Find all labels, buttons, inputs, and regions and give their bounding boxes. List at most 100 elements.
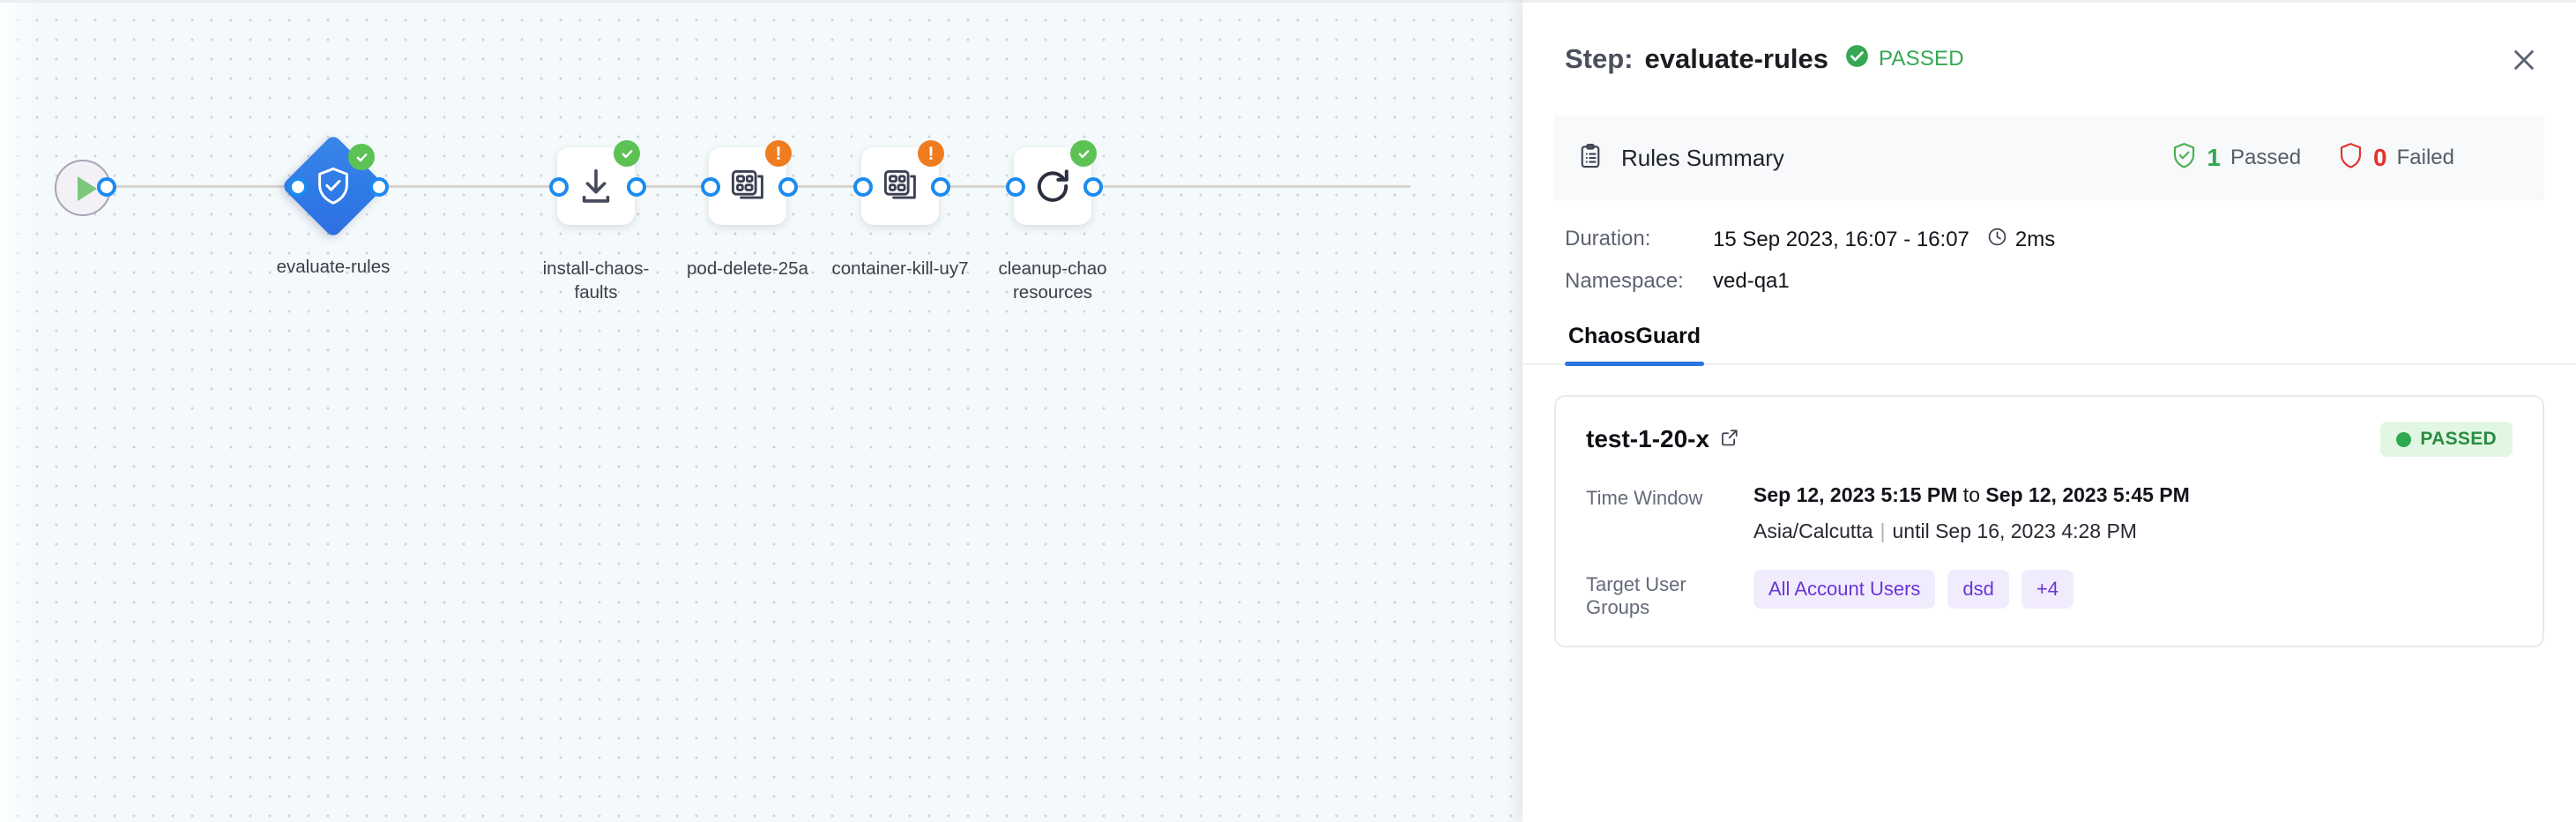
clipboard-icon — [1577, 143, 1604, 174]
status-badge-warning-pod-delete-25a: ! — [765, 140, 792, 167]
time-window-divider: | — [1880, 519, 1886, 542]
refresh-icon — [1031, 165, 1074, 207]
card-header: test-1-20-x PASSED — [1586, 422, 2513, 457]
step-details-panel: Step: evaluate-rules PASSED — [1523, 0, 2576, 822]
step-meta: Duration: 15 Sep 2023, 16:07 - 16:07 2ms… — [1523, 200, 2576, 294]
clock-icon — [1987, 227, 2007, 253]
port-pod-delete-25a-out[interactable] — [778, 177, 798, 197]
tab-chaosguard-label: ChaosGuard — [1568, 324, 1701, 348]
rules-failed-count: 0 — [2373, 144, 2387, 171]
status-badge: PASSED — [1845, 43, 1964, 75]
port-container-kill-uy7-out[interactable] — [931, 177, 950, 197]
node-container-kill-uy7[interactable]: ! — [861, 140, 944, 225]
port-evaluate-rules-out[interactable] — [369, 177, 389, 197]
rules-failed-label: Failed — [2396, 146, 2454, 169]
card-key-time-window: Time Window — [1586, 487, 1703, 509]
rules-summary-title-group: Rules Summary — [1577, 143, 1784, 174]
time-window-start: Sep 12, 2023 5:15 PM — [1753, 483, 1958, 506]
card-row-time-window: Time Window Sep 12, 2023 5:15 PM to Sep … — [1586, 483, 2513, 543]
status-badge-success-install-chaos-faults — [614, 140, 640, 167]
target-user-group-chips: All Account Users dsd +4 — [1753, 570, 2073, 609]
close-icon — [2510, 46, 2538, 78]
duration-range: 15 Sep 2023, 16:07 - 16:07 — [1713, 228, 1969, 251]
download-icon — [576, 166, 616, 206]
card-title: test-1-20-x — [1586, 425, 1710, 452]
status-dot-icon — [2396, 431, 2412, 447]
time-window-timezone: Asia/Calcutta — [1753, 519, 1873, 542]
node-label-container-kill-uy7: container-kill-uy7 — [831, 258, 969, 279]
card-status-label: PASSED — [2420, 429, 2497, 449]
chip-user-group[interactable]: dsd — [1947, 570, 2009, 609]
panel-step-name: evaluate-rules — [1644, 43, 1829, 74]
node-label-install-chaos-faults: install-chaos- faults — [542, 258, 650, 303]
port-evaluate-rules-in[interactable] — [288, 177, 308, 197]
meta-row-duration: Duration: 15 Sep 2023, 16:07 - 16:07 2ms — [1565, 227, 2534, 253]
panel-tabs: ChaosGuard — [1523, 317, 2576, 366]
close-button[interactable] — [2504, 41, 2544, 82]
rules-summary-stats: 1 Passed 0 Failed — [2171, 142, 2454, 174]
tab-chaosguard[interactable]: ChaosGuard — [1565, 317, 1705, 366]
time-window-end: Sep 12, 2023 5:45 PM — [1985, 483, 2190, 506]
connector-evaluate-rules-to-install — [370, 185, 564, 188]
exclamation-icon: ! — [927, 143, 934, 164]
canvas-left-fade — [0, 3, 35, 822]
shield-outline-icon — [2338, 142, 2364, 174]
connector-container-kill-mid — [1083, 185, 1259, 188]
chaos-fault-icon — [881, 167, 919, 206]
node-install-chaos-faults[interactable] — [557, 140, 640, 225]
meta-key-duration: Duration: — [1565, 227, 1651, 250]
shield-check-icon — [296, 149, 370, 223]
node-evaluate-rules[interactable] — [280, 133, 386, 239]
rules-failed-stat: 0 Failed — [2338, 142, 2454, 174]
status-badge-warning-container-kill-uy7: ! — [918, 140, 944, 167]
chaos-fault-icon — [728, 167, 767, 206]
status-badge-success-cleanup-chaos-resources — [1070, 140, 1097, 167]
card-status-badge: PASSED — [2380, 422, 2513, 457]
pipeline-canvas[interactable]: evaluate-rules install-chaos- faults — [0, 0, 1523, 822]
rules-summary-bar: Rules Summary 1 Passed — [1554, 116, 2544, 200]
chip-user-group-overflow[interactable]: +4 — [2021, 570, 2073, 609]
page-title: Step: evaluate-rules PASSED — [1565, 43, 1964, 75]
node-label-pod-delete-25a: pod-delete-25a — [687, 258, 808, 279]
panel-title-prefix: Step: — [1565, 43, 1634, 74]
connector-container-kill-to-cleanup — [1234, 185, 1411, 188]
chip-user-group[interactable]: All Account Users — [1753, 570, 1936, 609]
duration-elapsed: 2ms — [2014, 228, 2056, 251]
external-link-icon[interactable] — [1720, 425, 1739, 453]
node-label-cleanup-chaos-resources: cleanup-chao resources — [998, 258, 1107, 303]
chaosguard-rule-card: test-1-20-x PASSED Time Window S — [1554, 395, 2544, 647]
port-install-chaos-faults-out[interactable] — [627, 177, 646, 197]
rules-passed-stat: 1 Passed — [2171, 142, 2301, 174]
play-icon — [78, 176, 97, 201]
port-pod-delete-25a-in[interactable] — [701, 177, 720, 197]
status-badge-success-evaluate-rules — [348, 144, 375, 170]
shield-check-outline-icon — [2171, 142, 2197, 174]
time-window-until: until Sep 16, 2023 4:28 PM — [1892, 519, 2137, 542]
exclamation-icon: ! — [775, 143, 782, 164]
node-label-evaluate-rules: evaluate-rules — [276, 257, 391, 277]
card-title-group: test-1-20-x — [1586, 425, 1739, 453]
meta-row-namespace: Namespace: ved-qa1 — [1565, 269, 2534, 294]
port-install-chaos-faults-in[interactable] — [549, 177, 569, 197]
check-circle-icon — [1845, 43, 1869, 75]
rules-summary-title: Rules Summary — [1621, 144, 1784, 171]
panel-header: Step: evaluate-rules PASSED — [1523, 3, 2576, 116]
status-badge-label: PASSED — [1879, 47, 1964, 71]
meta-value-duration: 15 Sep 2023, 16:07 - 16:07 2ms — [1713, 227, 2055, 253]
rules-passed-label: Passed — [2230, 146, 2302, 169]
node-pod-delete-25a[interactable]: ! — [709, 140, 792, 225]
port-cleanup-chaos-resources-in[interactable] — [1006, 177, 1025, 197]
time-window-separator: to — [1957, 483, 1986, 506]
card-row-target-user-groups: Target User Groups All Account Users dsd… — [1586, 570, 2513, 619]
port-cleanup-chaos-resources-out[interactable] — [1083, 177, 1103, 197]
node-cleanup-chaos-resources[interactable] — [1014, 140, 1097, 225]
connector-start-to-evaluate-rules — [104, 185, 303, 188]
meta-key-namespace: Namespace: — [1565, 269, 1684, 293]
meta-value-namespace: ved-qa1 — [1713, 269, 1790, 293]
port-container-kill-uy7-in[interactable] — [853, 177, 873, 197]
port-start-out[interactable] — [97, 177, 116, 197]
duration-elapsed-group: 2ms — [1987, 227, 2055, 253]
card-value-time-window: Sep 12, 2023 5:15 PM to Sep 12, 2023 5:4… — [1753, 483, 2190, 543]
time-window-sub: Asia/Calcutta | until Sep 16, 2023 4:28 PM — [1753, 519, 2190, 543]
